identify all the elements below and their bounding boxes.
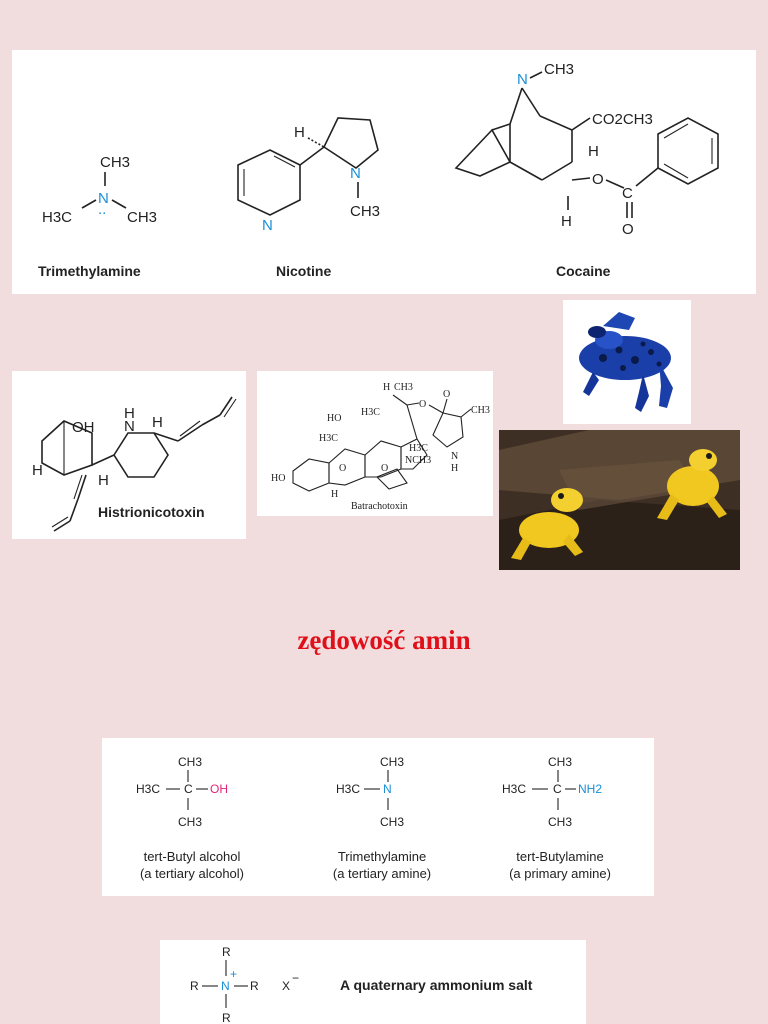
blue-frog-svg bbox=[579, 312, 673, 412]
caption-line-1: tert-Butyl alcohol bbox=[143, 849, 241, 864]
h3c-label: H3C bbox=[319, 433, 338, 444]
ch3-label: CH3 bbox=[548, 815, 572, 829]
oxygen-label: O bbox=[419, 399, 426, 410]
tert-butylamine-caption: tert-Butylamine (a primary amine) bbox=[480, 848, 640, 882]
ch3-label: CH3 bbox=[178, 755, 202, 769]
h-label: H bbox=[294, 124, 305, 141]
carbonyl-carbon: C bbox=[622, 185, 633, 202]
ch3-label: CH3 bbox=[380, 815, 404, 829]
structures-top-svg: CH3 N .. H3C CH3 Trimethylamine N H N CH… bbox=[38, 61, 719, 279]
quaternary-salt-svg: R R N + R R X − A quaternary ammonium sa… bbox=[190, 945, 533, 1024]
svg-text:..: .. bbox=[98, 201, 106, 218]
h-label: H bbox=[451, 463, 458, 474]
pyridine-nitrogen: N bbox=[262, 217, 273, 234]
pyrrolidine-nitrogen: N bbox=[350, 165, 361, 182]
histrionicotoxin-svg: OH H N H H H Histrionicotoxin bbox=[32, 396, 237, 532]
caption-line-2: (a primary amine) bbox=[509, 866, 611, 881]
yellow-frog-right bbox=[657, 449, 727, 520]
ch3-label: CH3 bbox=[394, 382, 413, 393]
oxygen-label: O bbox=[592, 171, 604, 188]
h-label: H bbox=[124, 405, 135, 422]
caption-line-1: Trimethylamine bbox=[337, 849, 427, 864]
h-label: H bbox=[588, 143, 599, 160]
r-group-label: R bbox=[190, 979, 199, 993]
svg-text:+: + bbox=[230, 967, 237, 981]
nitrogen-label: N bbox=[383, 782, 392, 796]
tert-butyl-alcohol-caption: tert-Butyl alcohol (a tertiary alcohol) bbox=[112, 848, 272, 882]
nitrogen-label: N bbox=[517, 71, 528, 88]
anion-label: X bbox=[282, 979, 290, 993]
oxygen-label: O bbox=[622, 221, 634, 238]
carbon-label: C bbox=[184, 782, 193, 796]
r-group-label: R bbox=[250, 979, 259, 993]
caption-line-2: (a tertiary amine) bbox=[332, 866, 432, 881]
h-label: H bbox=[383, 382, 390, 393]
caption-line-1: tert-Butylamine bbox=[516, 849, 604, 864]
ho-label: HO bbox=[327, 413, 341, 424]
h-label: H bbox=[331, 489, 338, 500]
batrachotoxin-caption: Batrachotoxin bbox=[351, 501, 408, 512]
r-group-label: R bbox=[222, 945, 231, 959]
trimethylamine-caption-2: Trimethylamine (a tertiary amine) bbox=[302, 848, 462, 882]
hydroxyl-label: OH bbox=[72, 419, 95, 436]
batrachotoxin-svg: HO HO H3C H3C O O NCH3 H H CH3 O O CH3 H… bbox=[271, 382, 490, 512]
h3c-label: H3C bbox=[136, 782, 160, 796]
ch3-label: CH3 bbox=[100, 154, 130, 171]
section-heading: zędowość amin bbox=[297, 625, 471, 655]
svg-text:−: − bbox=[292, 971, 299, 985]
ch3-label: CH3 bbox=[178, 815, 202, 829]
caption-line-2: (a tertiary alcohol) bbox=[139, 866, 245, 881]
batrachotoxin-panel: HO HO H3C H3C O O NCH3 H H CH3 O O CH3 H… bbox=[257, 371, 493, 516]
ch3-label: CH3 bbox=[471, 405, 490, 416]
h-label: H bbox=[152, 414, 163, 431]
r-group-label: R bbox=[222, 1011, 231, 1024]
ester-label: CO2CH3 bbox=[592, 111, 653, 128]
ho-label: HO bbox=[271, 473, 285, 484]
histrionicotoxin-panel: OH H N H H H Histrionicotoxin bbox=[12, 371, 246, 539]
comparison-svg: CH3 H3C C OH CH3 CH3 H3C N CH3 CH3 H3C C bbox=[136, 755, 602, 829]
nicotine-caption: Nicotine bbox=[276, 263, 331, 279]
oxygen-label: O bbox=[443, 389, 450, 400]
ch3-label: CH3 bbox=[380, 755, 404, 769]
structures-panel-top: CH3 N .. H3C CH3 Trimethylamine N H N CH… bbox=[12, 50, 756, 294]
oxygen-label: O bbox=[339, 463, 346, 474]
ch3-label: CH3 bbox=[350, 203, 380, 220]
nicotine-structure: N H N CH3 Nicotine bbox=[237, 117, 380, 279]
amine-group-label: NH2 bbox=[578, 782, 602, 796]
yellow-frogs-svg bbox=[499, 430, 740, 570]
yellow-frogs-image bbox=[499, 430, 740, 570]
tert-butyl-alcohol-structure: CH3 H3C C OH CH3 bbox=[136, 755, 228, 829]
trimethylamine-structure: CH3 N .. H3C CH3 Trimethylamine bbox=[38, 154, 157, 279]
comparison-panel: CH3 H3C C OH CH3 CH3 H3C N CH3 CH3 H3C C bbox=[102, 738, 654, 896]
ch3-label: CH3 bbox=[127, 209, 157, 226]
h3c-label: H3C bbox=[336, 782, 360, 796]
ch3-label: CH3 bbox=[548, 755, 572, 769]
trimethylamine-structure-2: CH3 H3C N CH3 bbox=[336, 755, 404, 829]
carbon-label: C bbox=[553, 782, 562, 796]
h-label: H bbox=[32, 462, 43, 479]
nch3-label: NCH3 bbox=[405, 455, 431, 466]
histrionicotoxin-caption: Histrionicotoxin bbox=[98, 504, 205, 520]
h-label: H bbox=[561, 213, 572, 230]
nitrogen-label: N bbox=[221, 979, 230, 993]
yellow-frog-left bbox=[511, 488, 583, 560]
h3c-label: H3C bbox=[42, 209, 72, 226]
tert-butylamine-structure: CH3 H3C C NH2 CH3 bbox=[502, 755, 602, 829]
cocaine-caption: Cocaine bbox=[556, 263, 611, 279]
h3c-label: H3C bbox=[502, 782, 526, 796]
blue-frog-image bbox=[563, 300, 691, 424]
quaternary-salt-caption: A quaternary ammonium salt bbox=[340, 977, 533, 993]
nitrogen-label: N bbox=[124, 418, 135, 435]
h-label: H bbox=[98, 472, 109, 489]
trimethylamine-caption: Trimethylamine bbox=[38, 263, 141, 279]
oxygen-label: O bbox=[381, 463, 388, 474]
hydroxyl-label: OH bbox=[210, 782, 228, 796]
h3c-label: H3C bbox=[409, 443, 428, 454]
quaternary-salt-panel: R R N + R R X − A quaternary ammonium sa… bbox=[160, 940, 586, 1024]
ch3-label: CH3 bbox=[544, 61, 574, 78]
nitrogen-label: N bbox=[451, 451, 458, 462]
cocaine-structure: N CH3 CO2CH3 H O C O bbox=[454, 61, 719, 279]
h3c-label: H3C bbox=[361, 407, 380, 418]
nitrogen-label: N bbox=[98, 190, 109, 207]
